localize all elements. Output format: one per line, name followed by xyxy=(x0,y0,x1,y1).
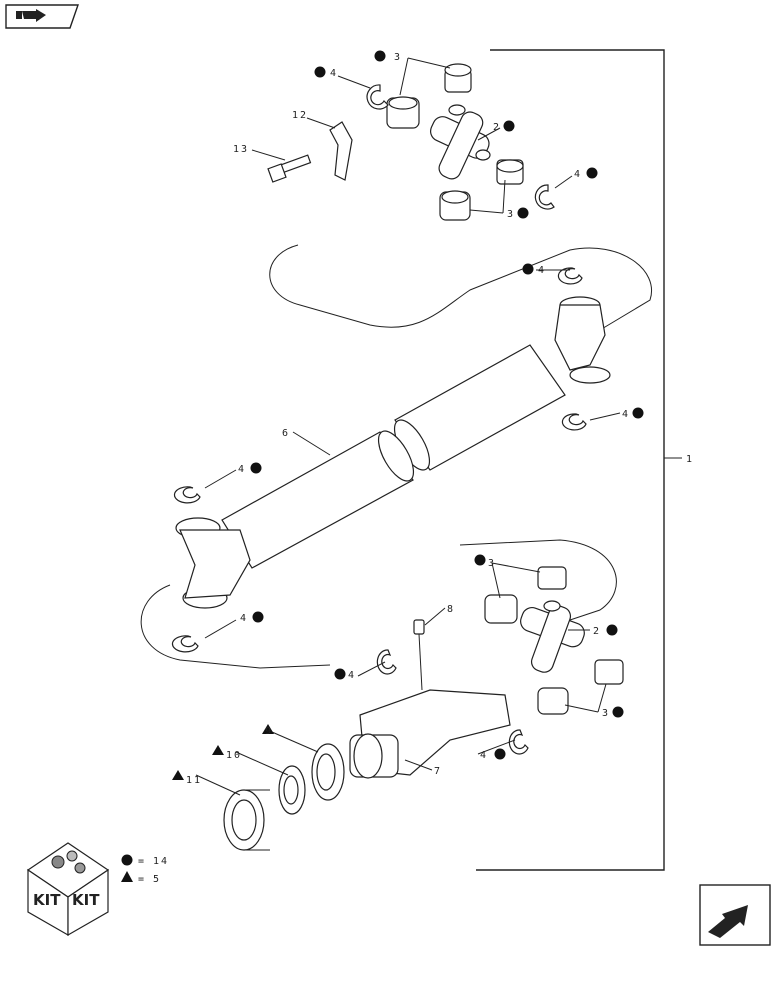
legend-circle-equals: = xyxy=(138,856,146,867)
clamp-bolt xyxy=(267,154,312,183)
lower-needle-bearing-bottom xyxy=(537,687,569,715)
lower-needle-bearing-left xyxy=(484,594,518,624)
next-page-arrow-icon[interactable] xyxy=(699,884,771,946)
callout-9: 9 xyxy=(265,726,273,737)
upper-cross-spider xyxy=(430,104,491,180)
callout-12: 12 xyxy=(292,110,308,121)
legend-triangle-equals: = xyxy=(138,874,146,885)
callout-6: 6 xyxy=(282,428,290,439)
upper-outline-panel xyxy=(269,244,652,331)
upper-right-snap-ring-top xyxy=(557,267,583,285)
strap-clamp xyxy=(329,121,353,181)
lower-shaft-yoke xyxy=(175,517,251,609)
callout-labels: 1 2 2 3 3 3 3 4 4 4 4 4 4 4 4 4 6 7 8 9 … xyxy=(186,52,694,786)
slip-yoke-snap-ring-right xyxy=(508,729,529,755)
upper-shaft-yoke xyxy=(554,296,611,384)
kit-label-right: KIT xyxy=(72,891,100,909)
dust-seal xyxy=(311,743,345,801)
lower-bearing-cup-right xyxy=(594,659,624,685)
leader-lines xyxy=(195,57,621,796)
grease-fitting xyxy=(413,619,425,691)
lower-bearing-cup-top xyxy=(537,566,567,590)
callout-4-slip-left: 4 xyxy=(348,670,356,681)
legend-circle-value: 14 xyxy=(153,856,169,867)
callout-4-shaft-top: 4 xyxy=(538,265,546,276)
back-arrow-icon[interactable] xyxy=(5,4,79,29)
lower-universal-joint xyxy=(484,566,624,715)
callout-3-upper-top: 3 xyxy=(394,52,402,63)
callout-13: 13 xyxy=(233,144,249,155)
upper-snap-ring-right xyxy=(534,184,555,210)
callout-bullets xyxy=(172,50,644,780)
shaft-tube xyxy=(221,344,566,569)
callout-4-upper-left: 4 xyxy=(330,68,338,79)
callout-4-slip-right: 4 xyxy=(480,750,488,761)
upper-right-snap-ring-bottom xyxy=(561,413,587,431)
upper-universal-joint xyxy=(267,63,555,221)
callout-7: 7 xyxy=(434,766,442,777)
upper-needle-bearing-bottom xyxy=(439,190,471,221)
callout-4-upper-right: 4 xyxy=(574,169,582,180)
callout-4-shaft-left-bottom: 4 xyxy=(240,613,248,624)
legend-triangle-icon xyxy=(121,871,133,882)
retaining-washer xyxy=(278,765,306,815)
callout-3-upper-bottom: 3 xyxy=(507,209,515,220)
slip-yoke-snap-ring-left xyxy=(376,649,397,675)
lower-left-snap-ring-top xyxy=(173,486,201,504)
callout-1: 1 xyxy=(686,454,694,465)
kit-box-icon: KIT KIT xyxy=(26,842,110,937)
slip-yoke xyxy=(349,689,511,779)
callout-2-upper: 2 xyxy=(493,122,501,133)
lower-outline-panel xyxy=(140,539,617,669)
callout-4-shaft-right: 4 xyxy=(622,409,630,420)
needle-bearing-sleeve xyxy=(223,789,270,851)
assembly-bracket xyxy=(476,49,682,871)
callout-8: 8 xyxy=(447,604,455,615)
kit-label-left: KIT xyxy=(33,891,61,909)
legend-triangle-value: 5 xyxy=(153,874,161,885)
upper-snap-ring-left xyxy=(366,84,389,110)
callout-3-lower-bottom: 3 xyxy=(602,708,610,719)
callout-10: 10 xyxy=(226,750,242,761)
upper-bearing-cup-right xyxy=(496,159,524,185)
upper-needle-bearing-left xyxy=(386,96,420,129)
callout-2-lower: 2 xyxy=(593,626,601,637)
legend: = 14 = 5 xyxy=(121,854,169,885)
lower-left-snap-ring-bottom xyxy=(171,635,199,653)
callout-11: 11 xyxy=(186,775,202,786)
legend-circle-icon xyxy=(121,854,133,866)
callout-3-lower-top: 3 xyxy=(488,558,496,569)
upper-bearing-cup-top xyxy=(444,63,472,93)
callout-4-shaft-left-top: 4 xyxy=(238,464,246,475)
